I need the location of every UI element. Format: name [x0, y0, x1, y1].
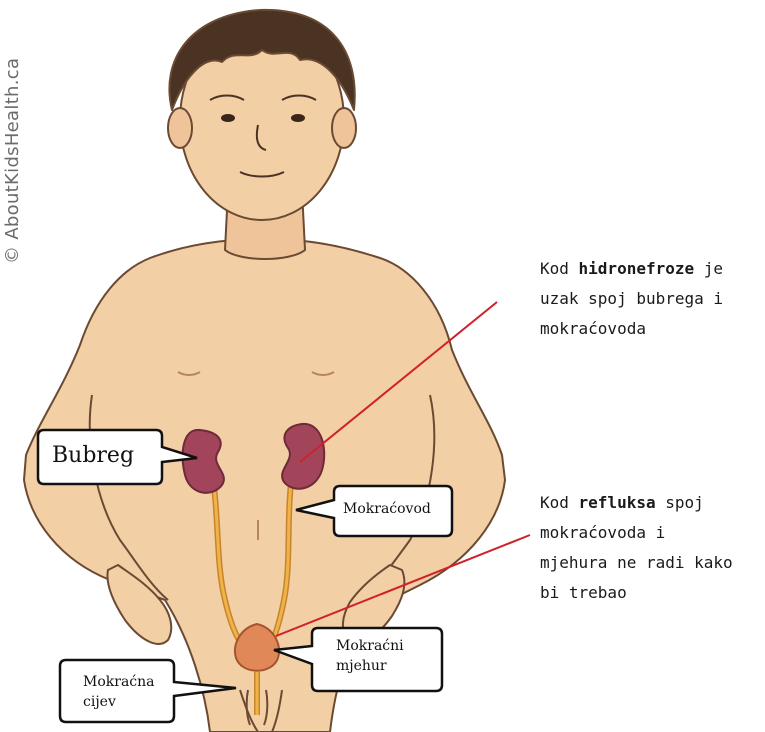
reflux-term: refluksa [579, 493, 656, 512]
hydronephrosis-note-line2: uzak spoj bubrega i [540, 284, 723, 314]
hydronephrosis-note: Kod hidronefroze je uzak spoj bubrega i … [540, 254, 723, 344]
hydronephrosis-term: hidronefroze [579, 259, 695, 278]
watermark-text: © AboutKidsHealth.ca [2, 4, 22, 264]
hydronephrosis-note-line1: Kod hidronefroze je [540, 254, 723, 284]
urethra-label: Mokraćna cijev [83, 672, 155, 712]
urethra-label-line2: cijev [83, 692, 155, 712]
reflux-note-line2: mokraćovoda i [540, 518, 733, 548]
bladder-label: Mokraćni mjehur [336, 636, 404, 676]
reflux-note-line3: mjehura ne radi kako [540, 548, 733, 578]
hydronephrosis-note-line3: mokraćovoda [540, 314, 723, 344]
reflux-note-line4: bi trebao [540, 578, 733, 608]
urethra-label-line1: Mokraćna [83, 672, 155, 692]
bladder-label-line1: Mokraćni [336, 636, 404, 656]
reflux-note-line1: Kod refluksa spoj [540, 488, 733, 518]
ureter-label: Mokraćovod [343, 501, 431, 517]
kidney-label: Bubreg [52, 443, 134, 468]
reflux-note: Kod refluksa spoj mokraćovoda i mjehura … [540, 488, 733, 608]
child-body [24, 10, 505, 732]
bladder-label-line2: mjehur [336, 656, 404, 676]
